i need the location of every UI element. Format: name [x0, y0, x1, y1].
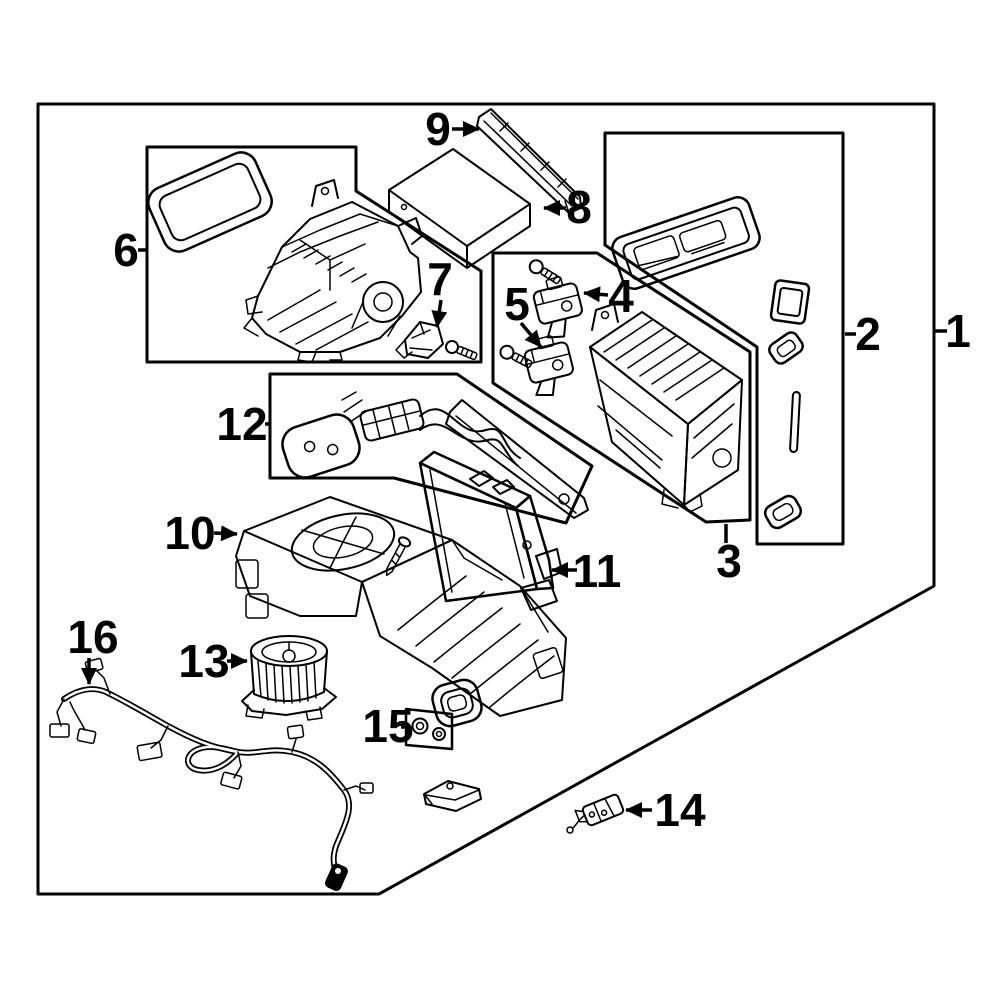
- part-12-pipe-cover: [445, 399, 589, 519]
- part-oval-seal: [431, 678, 483, 728]
- callout-10: 10: [164, 507, 238, 559]
- callout-11-label: 11: [573, 545, 622, 597]
- callout-3: 3: [716, 524, 742, 587]
- part-2-trim-strip: [789, 391, 801, 453]
- part-7-screw: [445, 340, 478, 361]
- callout-1-label: 1: [945, 305, 971, 357]
- callout-15: 15: [362, 700, 413, 752]
- callout-12-label: 12: [216, 398, 267, 450]
- group-box-6: [145, 145, 483, 364]
- part-15-grommets: [411, 717, 446, 741]
- callout-9-label: 9: [425, 103, 451, 155]
- part-12-pad: [281, 413, 361, 479]
- callout-9: 9: [425, 103, 480, 155]
- callout-2-label: 2: [855, 308, 881, 360]
- part-5-screw: [499, 344, 533, 369]
- callout-3-label: 3: [716, 535, 742, 587]
- callout-6-label: 6: [113, 224, 139, 276]
- part-7-actuator: [395, 321, 444, 359]
- callout-16-label: 16: [67, 611, 118, 663]
- callout-14: 14: [625, 784, 706, 836]
- part-2-retainer-square: [769, 279, 811, 325]
- callout-5: 5: [504, 278, 543, 349]
- callout-2: 2: [845, 308, 881, 360]
- part-4-actuator: [532, 276, 583, 339]
- callout-7-label: 7: [427, 253, 453, 305]
- part-14-sensor: [566, 793, 625, 834]
- callout-8-label: 8: [566, 181, 592, 233]
- callout-1: 1: [935, 305, 971, 357]
- callout-4-label: 4: [608, 270, 634, 322]
- part-2-grommet-upper: [768, 331, 804, 365]
- callout-4: 4: [583, 270, 634, 322]
- callout-13-label: 13: [178, 635, 229, 687]
- part-6-upper-case: [243, 179, 423, 363]
- part-13-blower-motor: [241, 635, 337, 721]
- callout-7: 7: [427, 253, 453, 328]
- group-box-3: [491, 251, 752, 524]
- callout-6: 6: [113, 224, 147, 276]
- callout-14-label: 14: [654, 784, 706, 836]
- part-10-lower-case: [235, 496, 567, 717]
- callout-12: 12: [216, 398, 271, 450]
- callout-5-label: 5: [504, 278, 530, 330]
- group-box-1-outer-border: [36, 102, 936, 896]
- callout-8: 8: [543, 181, 592, 233]
- part-2-grille: [611, 196, 761, 290]
- callout-13: 13: [178, 635, 248, 687]
- part-wedge-bracket: [423, 780, 482, 812]
- part-3-heater-case: [589, 303, 743, 513]
- callout-16: 16: [67, 611, 119, 685]
- callout-11: 11: [551, 545, 622, 597]
- part-2-grommet-lower: [763, 494, 803, 530]
- part-11-evaporator-core: [418, 450, 563, 611]
- group-box-2: [603, 131, 845, 546]
- part-10-screw: [385, 536, 412, 577]
- part-8-cabin-filter: [388, 148, 531, 269]
- callout-10-label: 10: [164, 507, 215, 559]
- group-box-12: [268, 372, 594, 525]
- part-12-pipes: [341, 391, 521, 467]
- callout-15-label: 15: [362, 700, 413, 752]
- part-6-seal: [147, 151, 273, 253]
- part-5-actuator: [523, 335, 574, 397]
